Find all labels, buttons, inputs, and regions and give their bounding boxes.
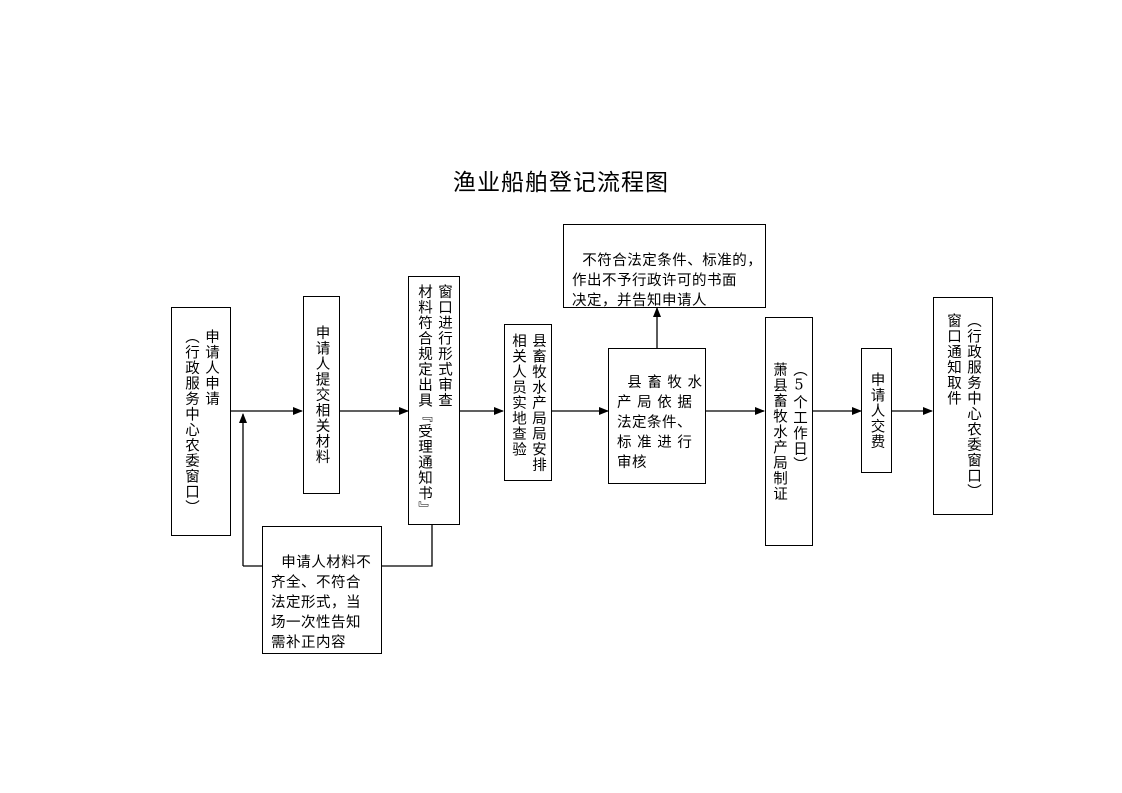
rejection-decision-box: 不符合法定条件、标准的， 作出不予行政许可的书面 决定，并告知申请人 xyxy=(563,224,766,309)
incomplete-notice-box: 申请人材料不 齐全、不符合 法定形式，当 场一次性告知 需补正内容 xyxy=(262,526,382,654)
rejection-decision-text: 不符合法定条件、标准的， 作出不予行政许可的书面 决定，并告知申请人 xyxy=(572,253,763,309)
bureau-review-box: 县 畜 牧 水 产 局 依 据 法定条件、 标 准 进 行 审核 xyxy=(608,348,706,484)
site-inspection-box: 县畜牧水产局局安排 相关人员实地查验 xyxy=(504,324,552,481)
collect-certificate-box: （行政服务中心农委窗口） 窗口通知取件 xyxy=(933,297,993,515)
return-line-review-to-notice xyxy=(382,525,433,567)
submit-materials-box: 申请人提交相关材料 xyxy=(303,296,340,494)
bureau-review-text: 县 畜 牧 水 产 局 依 据 法定条件、 标 准 进 行 审核 xyxy=(617,375,703,471)
window-review-box: 窗口进行形式审查 材料符合规定出具『受理通知书』 xyxy=(408,276,460,525)
window-review-text: 窗口进行形式审查 材料符合规定出具『受理通知书』 xyxy=(416,284,452,517)
pay-fee-box: 申请人交费 xyxy=(861,348,892,473)
pay-fee-text: 申请人交费 xyxy=(868,371,885,450)
certificate-text: （5个工作日） 萧县畜牧水产局制证 xyxy=(771,361,807,502)
application-box: 申请人申请 （行政服务中心农委窗口） xyxy=(171,307,231,536)
application-text: 申请人申请 （行政服务中心农委窗口） xyxy=(183,328,219,515)
incomplete-notice-text: 申请人材料不 齐全、不符合 法定形式，当 场一次性告知 需补正内容 xyxy=(271,555,372,651)
submit-materials-text: 申请人提交相关材料 xyxy=(313,325,330,465)
site-inspection-text: 县畜牧水产局局安排 相关人员实地查验 xyxy=(510,332,546,473)
collect-certificate-text: （行政服务中心农委窗口） 窗口通知取件 xyxy=(945,313,981,499)
certificate-box: （5个工作日） 萧县畜牧水产局制证 xyxy=(765,317,813,546)
diagram-title: 渔业船舶登记流程图 xyxy=(453,170,669,196)
